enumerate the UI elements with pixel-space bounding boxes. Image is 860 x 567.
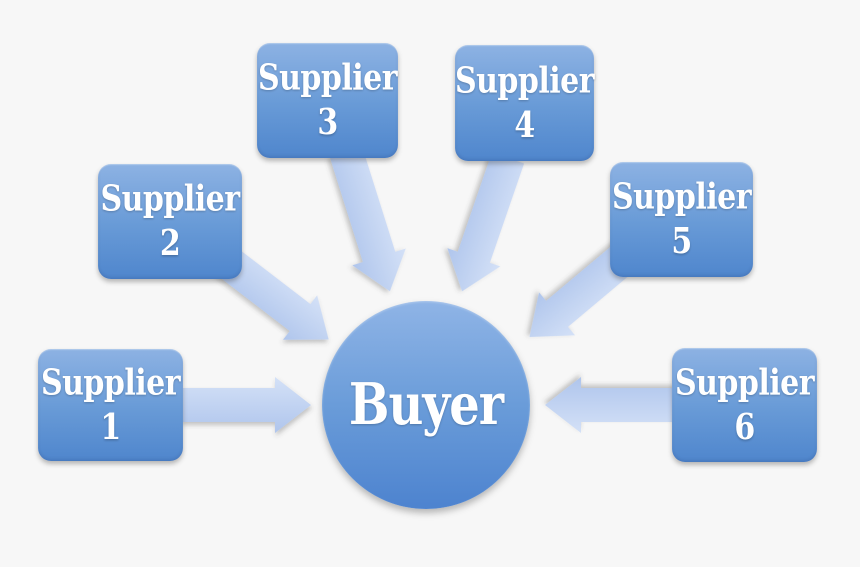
node-supplier-2-line2: 2 [159,222,181,264]
node-supplier-5-line2: 5 [671,220,692,262]
node-supplier-3: Supplier 3 [257,43,398,158]
node-supplier-4-label: Supplier 4 [454,59,595,148]
node-buyer-label: Buyer [348,371,504,439]
node-supplier-6: Supplier 6 [672,348,817,462]
node-supplier-4-line1: Supplier [454,59,595,102]
node-supplier-3-line1: Supplier [257,57,398,99]
node-supplier-5: Supplier 5 [610,162,753,277]
node-supplier-6-line2: 6 [734,406,755,448]
arrow-supplier-3-to-buyer [329,146,406,292]
node-supplier-5-label: Supplier 5 [611,175,752,264]
node-supplier-2-line1: Supplier [100,178,240,220]
node-supplier-1-line2: 1 [100,406,121,448]
node-supplier-1-line1: Supplier [40,361,181,404]
arrow-supplier-1-to-buyer [181,377,311,433]
node-supplier-6-label: Supplier 6 [674,361,815,450]
arrow-supplier-6-to-buyer [545,377,676,433]
node-supplier-6-line1: Supplier [674,361,815,404]
node-supplier-2: Supplier 2 [98,164,242,279]
node-supplier-3-line2: 3 [317,101,338,143]
node-supplier-1: Supplier 1 [38,349,183,461]
node-supplier-4-line2: 4 [514,104,535,146]
node-supplier-1-label: Supplier 1 [40,361,181,450]
node-supplier-5-line1: Supplier [611,176,752,218]
node-supplier-4: Supplier 4 [454,45,595,161]
node-supplier-3-label: Supplier 3 [257,56,398,145]
arrow-supplier-4-to-buyer [447,152,525,292]
node-buyer: Buyer [322,301,530,509]
node-supplier-2-label: Supplier 2 [100,177,240,266]
